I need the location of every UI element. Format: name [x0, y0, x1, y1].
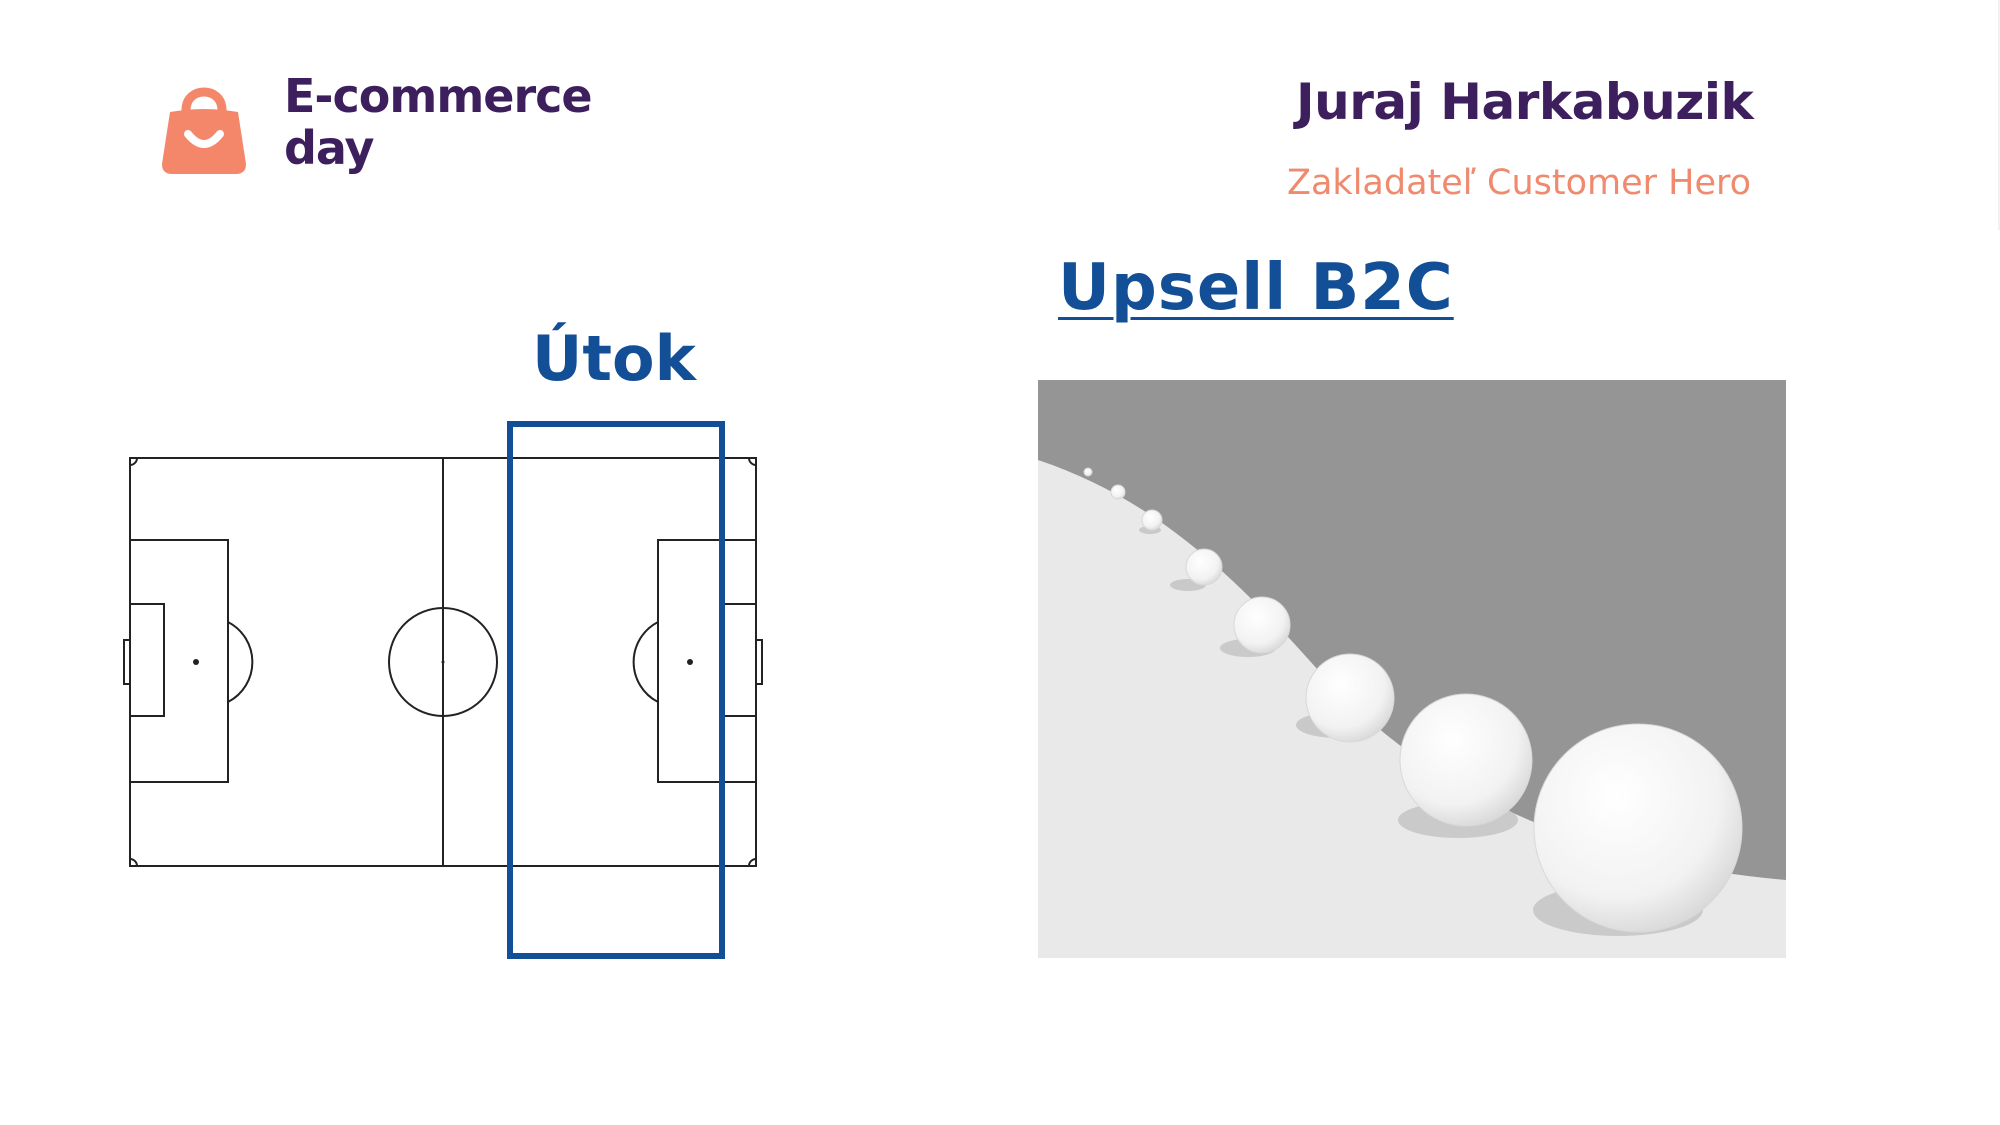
snowball-2: [1110, 484, 1126, 500]
snowball-3: [1141, 509, 1163, 531]
left-penalty-arc: [227, 621, 254, 703]
snowball-6: [1305, 653, 1395, 743]
shopping-bag-icon: [158, 72, 250, 176]
right-penalty-spot: [687, 659, 693, 665]
snowballs: [1083, 467, 1743, 933]
snowball-4: [1185, 548, 1223, 586]
snowball-5: [1233, 596, 1291, 654]
snowball-illustration: [1038, 380, 1786, 958]
right-penalty-area: [657, 539, 757, 783]
upsell-heading: Upsell B2C: [1058, 251, 1454, 325]
logo-line-1: E-commerce: [284, 69, 593, 123]
left-goal: [123, 639, 131, 685]
left-penalty-spot: [193, 659, 199, 665]
left-goal-area: [129, 603, 165, 717]
logo-line-2: day: [284, 121, 375, 175]
right-penalty-arc: [632, 621, 659, 703]
speaker-name: Juraj Harkabuzik: [1296, 73, 1754, 131]
snowball-8: [1533, 723, 1743, 933]
center-spot: [441, 660, 445, 664]
snowball-1: [1083, 467, 1093, 477]
snow-slope: [1038, 460, 1786, 958]
right-goal-area: [721, 603, 757, 717]
right-goal: [755, 639, 763, 685]
speaker-role: Zakladateľ Customer Hero: [1287, 163, 1752, 203]
edge-divider: [1998, 0, 2000, 230]
football-field-diagram: [118, 416, 768, 966]
attack-zone-highlight: [507, 421, 725, 959]
center-circle: [388, 607, 498, 717]
logo-wordmark: E-commerce day: [284, 69, 593, 175]
attack-label: Útok: [532, 322, 696, 395]
snowball-7: [1399, 693, 1533, 827]
left-penalty-area: [129, 539, 229, 783]
